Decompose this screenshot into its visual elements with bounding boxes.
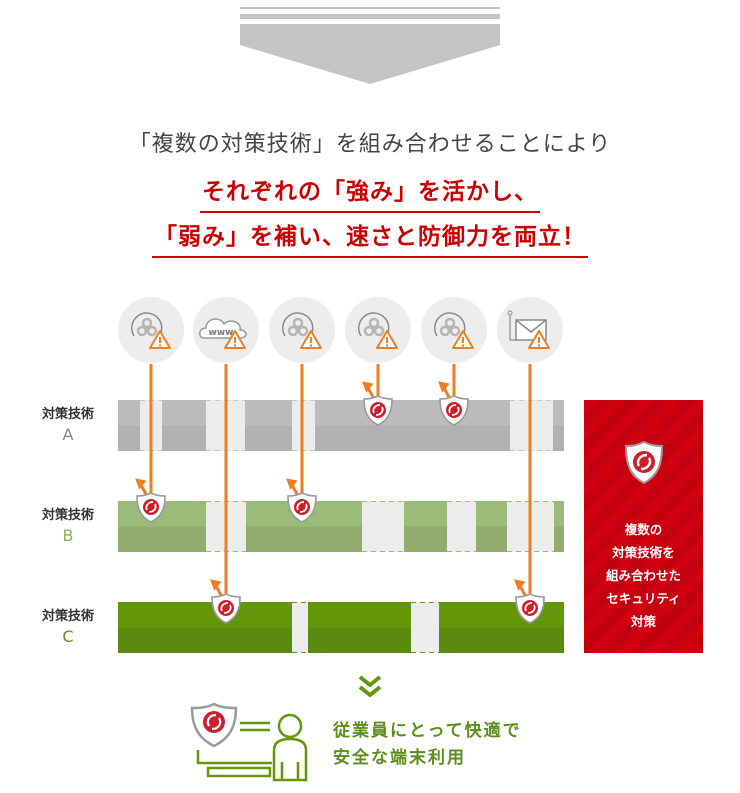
side-panel-line: 複数の — [624, 522, 663, 537]
result-text: 従業員にとって快適で 安全な端末利用 — [333, 718, 522, 772]
www-label: www — [209, 328, 234, 338]
row-label-c: 対策技術 C — [28, 607, 108, 647]
arrowhead — [286, 478, 298, 490]
intro-text: 「複数の対策技術」を組み合わせることにより — [128, 132, 612, 157]
top-arrow — [240, 7, 500, 84]
headline-line2-text: 「弱み」を補い、速さと防御力を両立！ — [152, 217, 588, 258]
threat-1 — [118, 297, 184, 363]
arrowhead — [135, 478, 147, 490]
threat-2: www — [193, 297, 259, 363]
result-line2: 安全な端末利用 — [333, 748, 466, 768]
secure-user-terminal-icon — [190, 702, 308, 782]
threat-circle — [345, 297, 411, 363]
row-letter-a: A — [62, 425, 74, 444]
threat-4 — [345, 297, 411, 363]
combined-security-panel: 複数の 対策技術を 組み合わせた セキュリティ 対策 — [584, 400, 703, 653]
shield-icon — [624, 440, 664, 485]
row-label-a-text: 対策技術 — [41, 407, 94, 422]
headline-line1-text: それぞれの「強み」を活かし、 — [200, 172, 540, 213]
bar-gap — [362, 501, 404, 552]
result-line1: 従業員にとって快適で — [333, 721, 522, 741]
arrowhead — [438, 381, 450, 393]
headline-line2: 「弱み」を補い、速さと防御力を両立！ — [0, 217, 740, 258]
row-label-c-text: 対策技術 — [41, 609, 94, 624]
side-panel-line: セキュリティ — [606, 591, 681, 606]
bar-gap — [411, 602, 439, 653]
threat-circle — [269, 297, 335, 363]
row-label-b-text: 対策技術 — [41, 508, 94, 523]
defense-bar-c — [118, 602, 564, 653]
bar-gap — [447, 501, 476, 552]
double-chevron-down-icon — [358, 675, 382, 698]
row-letter-b: B — [62, 526, 74, 545]
side-panel-line: 組み合わせた — [605, 568, 681, 583]
threat-6 — [497, 297, 563, 363]
bar-gap — [292, 602, 308, 653]
defense-bar-b — [118, 501, 564, 552]
row-label-b: 対策技術 B — [28, 506, 108, 546]
row-label-a: 対策技術 A — [28, 405, 108, 445]
headline-line1: それぞれの「強み」を活かし、 — [0, 172, 740, 213]
threat-circle — [421, 297, 487, 363]
arrowhead — [210, 579, 222, 591]
defense-bar-a — [118, 400, 564, 451]
side-panel-line: 対策 — [630, 614, 656, 629]
arrowhead — [362, 381, 374, 393]
side-panel-line: 対策技術を — [612, 545, 675, 560]
arrowhead — [514, 579, 526, 591]
side-panel-text: 複数の 対策技術を 組み合わせた セキュリティ 対策 — [584, 518, 703, 633]
threat-3 — [269, 297, 335, 363]
threat-5 — [421, 297, 487, 363]
row-letter-c: C — [62, 627, 74, 646]
threat-circle — [118, 297, 184, 363]
